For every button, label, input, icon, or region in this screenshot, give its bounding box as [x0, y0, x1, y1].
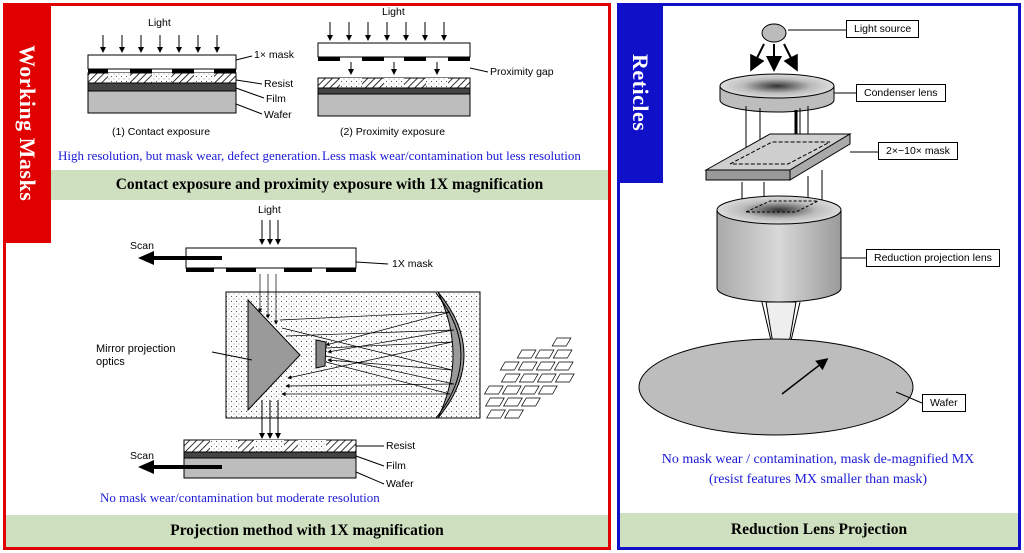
reduction-note-line1: No mask wear / contamination, mask de-ma… [661, 452, 975, 467]
reticles-panel [617, 3, 1021, 550]
proximity-light-label: Light [382, 6, 405, 18]
reduction-note-line2: (resist features MX smaller than mask) [708, 472, 928, 487]
projection-banner: Projection method with 1X magnification [6, 515, 608, 547]
condenser-lens-label: Condenser lens [856, 84, 946, 102]
proximity-exposure-diagram [317, 22, 489, 117]
mask-label: 2×−10× mask [878, 142, 958, 160]
working-masks-tab: Working Masks [3, 3, 51, 243]
contact-exposure-diagram [87, 35, 265, 115]
working-masks-panel [3, 3, 611, 550]
wafer-die-grid [483, 337, 575, 419]
contact-light-label: Light [148, 17, 171, 29]
contact-proximity-banner: Contact exposure and proximity exposure … [51, 170, 608, 200]
reticles-tab: Reticles [617, 3, 663, 183]
light-source-label: Light source [846, 20, 920, 38]
reduction-banner: Reduction Lens Projection [620, 513, 1018, 547]
projection-mask-label: 1X mask [392, 258, 433, 270]
projection-light-label: Light [258, 204, 281, 216]
proximity-caption: (2) Proximity exposure [340, 126, 446, 138]
contact-note: High resolution, but mask wear, defect g… [58, 148, 321, 163]
mirror-optics-label: Mirror projection optics [96, 343, 176, 368]
reduction-lens-label: Reduction projection lens [866, 249, 1000, 267]
reduction-projection-diagram [483, 23, 923, 436]
contact-resist-label: Resist [264, 78, 294, 90]
contact-film-label: Film [266, 93, 286, 105]
contact-mask-label: 1× mask [254, 49, 294, 61]
proximity-gap-label: Proximity gap [490, 66, 554, 78]
proximity-note: Less mask wear/contamination but less re… [322, 148, 581, 163]
mirror-projection-diagram [138, 220, 481, 485]
wafer-label: Wafer [922, 394, 966, 412]
projection-resist-label: Resist [386, 440, 416, 452]
scan-top-label: Scan [130, 240, 154, 252]
scan-bottom-label: Scan [130, 450, 154, 462]
contact-wafer-label: Wafer [264, 109, 292, 121]
projection-wafer-label: Wafer [386, 478, 414, 490]
contact-caption: (1) Contact exposure [112, 126, 211, 138]
projection-film-label: Film [386, 460, 406, 472]
projection-note: No mask wear/contamination but moderate … [100, 490, 380, 505]
